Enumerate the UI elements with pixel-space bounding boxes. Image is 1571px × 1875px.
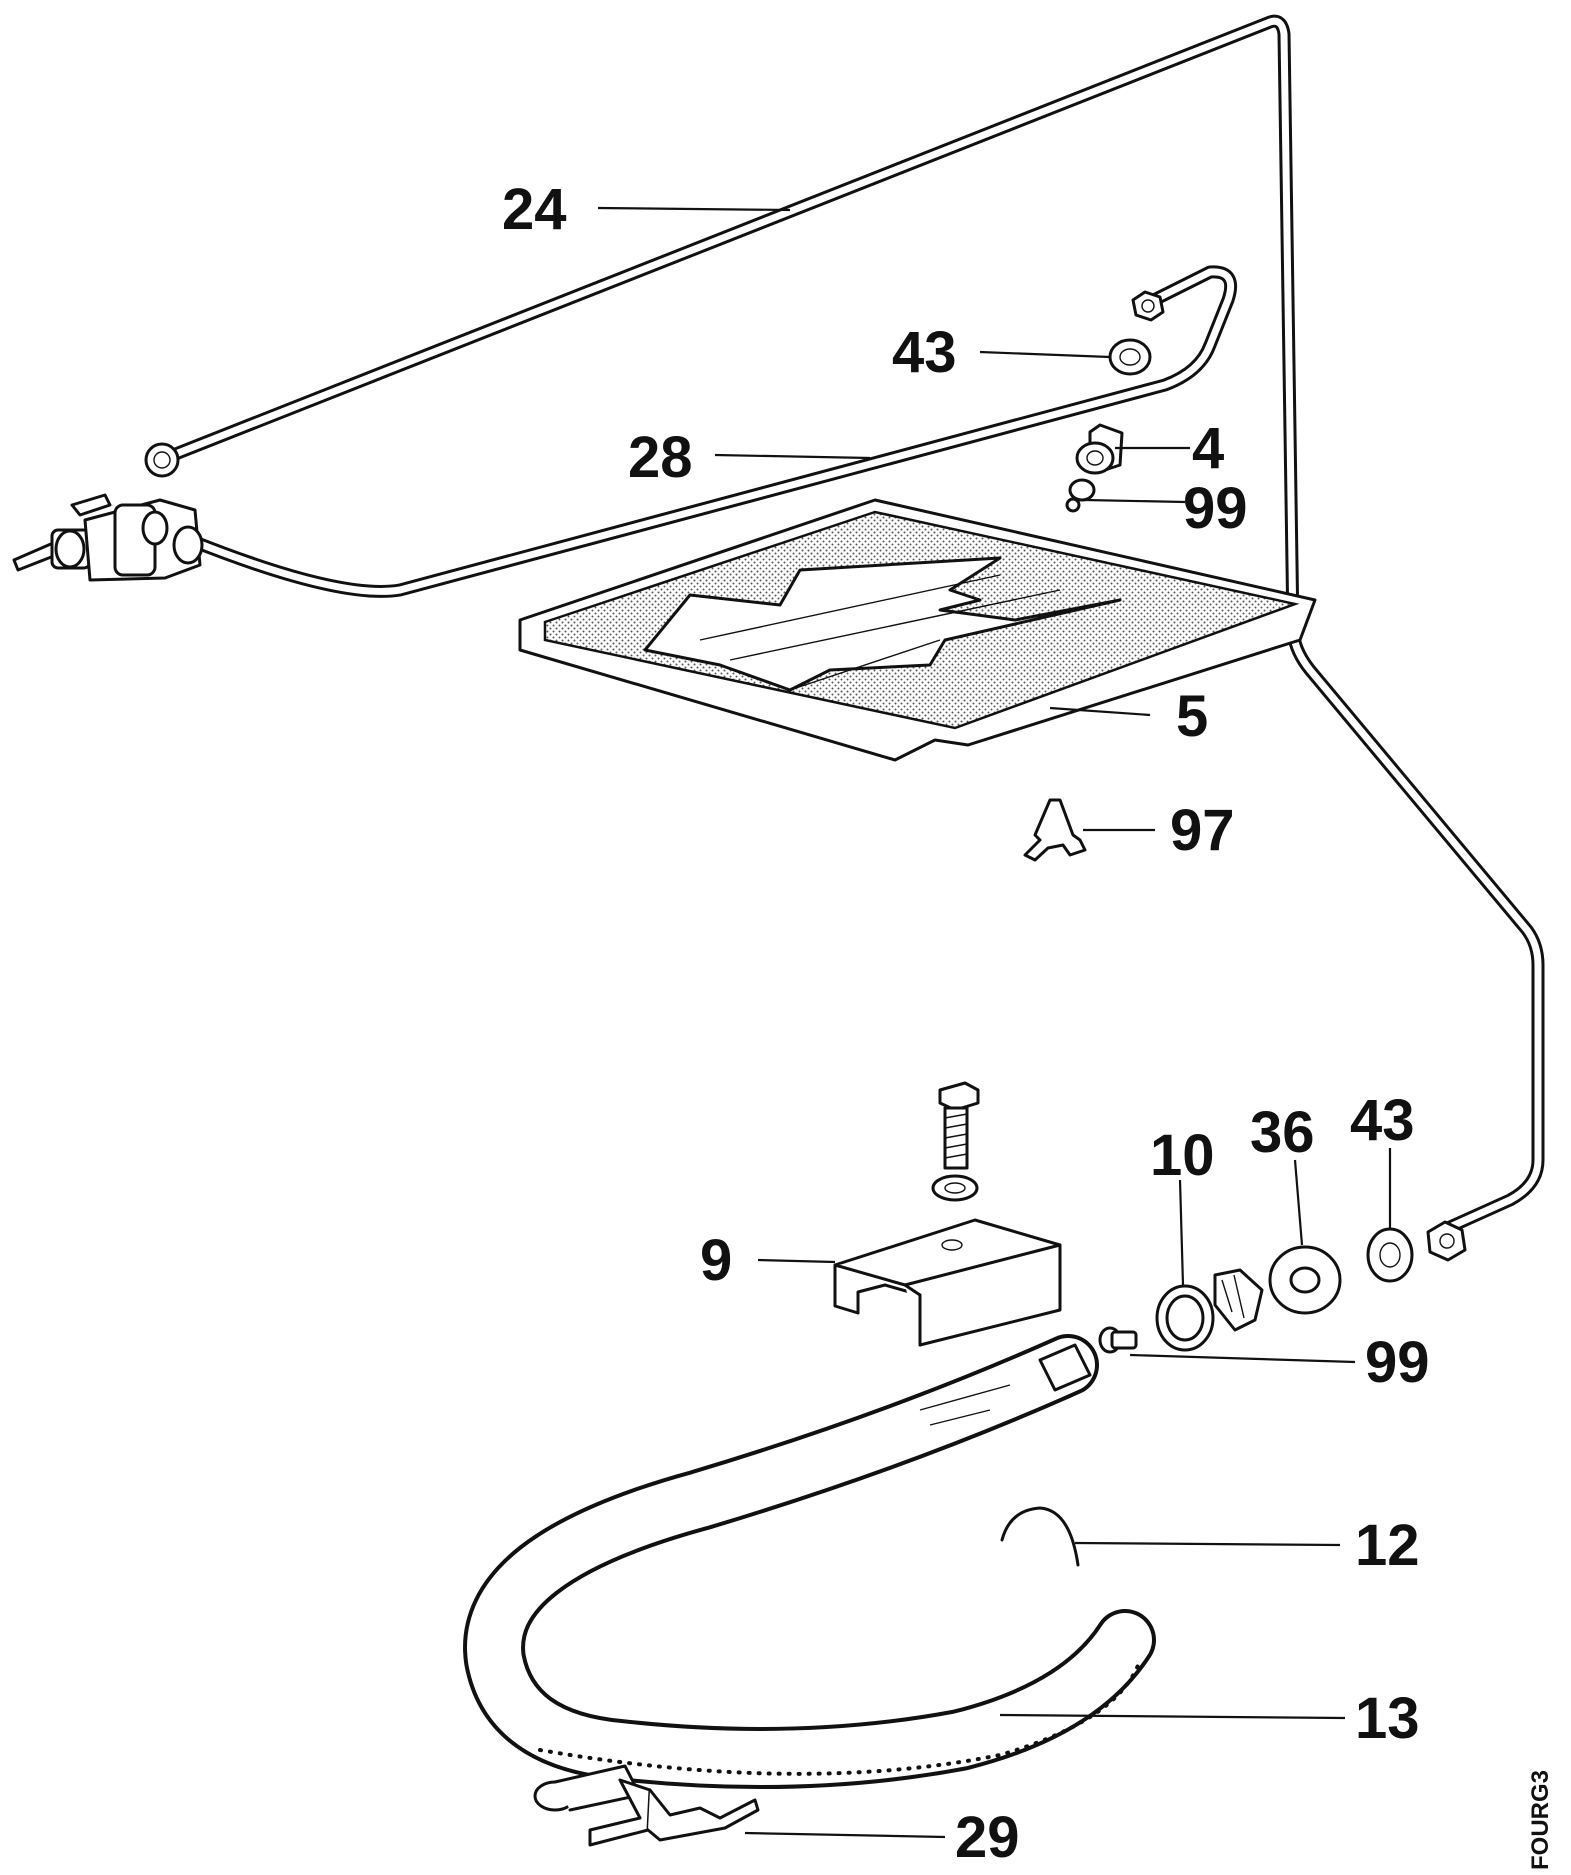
callout-43-top: 43 (892, 320, 957, 385)
bolt-icon (931, 1081, 980, 1202)
hose-13-icon (463, 1334, 1156, 1789)
washer-36-icon (1268, 1245, 1342, 1315)
callout-97: 97 (1170, 798, 1235, 863)
callout-99-top: 99 (1183, 476, 1248, 541)
support-29-icon (533, 1764, 760, 1847)
burner-tray-5 (518, 498, 1317, 762)
fitting-10-icon (1155, 1268, 1264, 1352)
screw-99-bottom-icon (1098, 1326, 1138, 1354)
spring-clip-12-icon (1000, 1506, 1080, 1567)
screw-99-top-icon (1065, 478, 1096, 513)
callout-36: 36 (1250, 1100, 1315, 1165)
callout-4: 4 (1192, 416, 1224, 481)
callout-13: 13 (1355, 1686, 1420, 1751)
gas-pipe-24 (161, 14, 1545, 1234)
callout-99-bottom: 99 (1365, 1330, 1430, 1395)
bracket-9-icon (833, 1218, 1062, 1347)
callout-43-bottom: 43 (1350, 1088, 1415, 1153)
gas-pipe-28 (183, 265, 1238, 598)
leader-lines (597, 206, 1392, 1839)
callout-28: 28 (628, 425, 693, 490)
callout-10: 10 (1150, 1123, 1215, 1188)
gas-valve-icon (12, 442, 204, 582)
nut-43-top-icon (1108, 290, 1165, 376)
drawing-code: FOURG3 (1527, 1770, 1554, 1870)
injector-4-icon (1075, 423, 1124, 475)
callout-9: 9 (700, 1228, 732, 1293)
nut-43-bottom-icon (1366, 1220, 1467, 1283)
callout-29: 29 (955, 1805, 1020, 1870)
clip-97-icon (1023, 798, 1087, 862)
callout-24: 24 (502, 177, 567, 242)
callout-5: 5 (1176, 684, 1208, 749)
callout-12: 12 (1355, 1513, 1420, 1578)
